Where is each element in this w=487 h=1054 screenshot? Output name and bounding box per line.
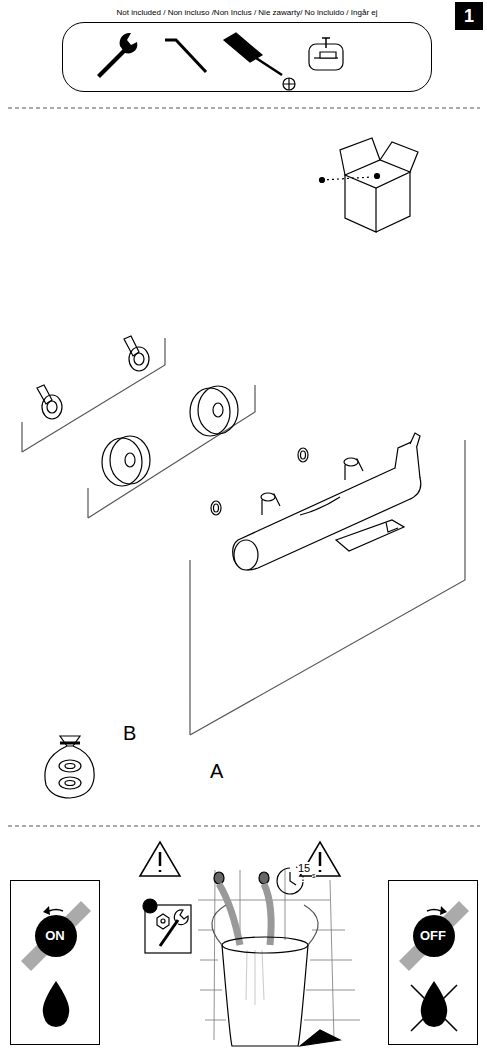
tap-state: OFF xyxy=(420,928,446,943)
wrench-icon xyxy=(97,33,137,78)
water-off-box: OFF xyxy=(388,880,478,1045)
part-letter: B xyxy=(123,722,136,745)
group-bracket xyxy=(190,440,465,735)
tools-box: Not included / Non incluso /Non Inclus /… xyxy=(62,22,432,92)
thermostatic-mixer xyxy=(233,433,421,570)
tap-circle xyxy=(35,915,77,957)
duration-unit: s xyxy=(312,872,316,879)
group-bracket xyxy=(22,338,165,452)
parts-bag xyxy=(45,736,94,798)
turn-arrow xyxy=(49,910,63,912)
tap-state: ON xyxy=(45,928,65,943)
bucket xyxy=(212,905,340,1046)
duration-value: 15 xyxy=(298,862,310,874)
hex-key-icon xyxy=(165,40,206,72)
cross xyxy=(411,985,457,1031)
group-bracket xyxy=(88,385,255,518)
water-on-box: ON xyxy=(10,880,100,1045)
rosette xyxy=(102,386,238,486)
package-box xyxy=(320,138,419,232)
water-drop xyxy=(43,981,69,1027)
separator xyxy=(8,825,480,826)
separator xyxy=(8,107,480,108)
elbow-connector xyxy=(37,336,149,419)
part-letter: A xyxy=(210,760,223,783)
step-number: 1 xyxy=(464,6,474,27)
turn-arrow-head xyxy=(43,906,50,915)
screwdriver-icon xyxy=(224,33,295,90)
water-drop xyxy=(421,981,447,1027)
o-ring xyxy=(211,448,308,515)
tape-strip xyxy=(21,901,91,971)
turn-arrow xyxy=(427,910,441,912)
tool-hint-icon xyxy=(143,899,191,953)
tap-off-icon xyxy=(389,881,479,1046)
not-included-heading: Not included / Non incluso /Non Inclus /… xyxy=(116,8,377,17)
tap-circle xyxy=(413,915,455,957)
turn-arrow-head xyxy=(440,906,447,915)
tap-on-icon xyxy=(11,881,101,1046)
tape-strip xyxy=(399,901,469,971)
spirit-level-icon xyxy=(309,38,343,70)
step-badge: 1 xyxy=(455,2,483,30)
